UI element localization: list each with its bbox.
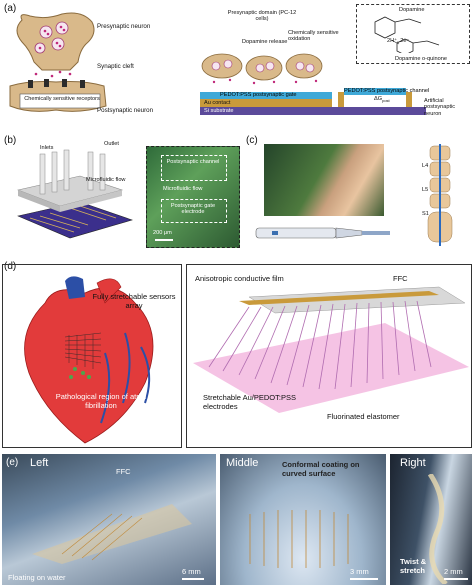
postsynaptic-gate-label: Postsynaptic gate electrode — [170, 203, 216, 216]
scale-left-label: 6 mm — [182, 567, 201, 576]
si-substrate-label: Si substrate — [204, 108, 234, 114]
photo-left: (e) Left FFC Floating on water 6 mm — [2, 454, 216, 585]
fully-stretchable-label: Fully stretchable sensors array — [92, 292, 176, 310]
panel-a: (a) Presynaptic neuron Synaptic cleft Ch… — [0, 0, 474, 132]
twisted-strip — [427, 474, 448, 584]
floating-label: Floating on water — [8, 573, 66, 582]
gate-label: PEDOT:PSS postsynaptic gate — [220, 92, 297, 98]
panel-d: (d) Fully stretchable sensors array Path… — [0, 260, 474, 450]
delta-g-label: ΔGpost — [374, 96, 390, 104]
sensor-array-illustration — [193, 286, 469, 413]
scale-bar-right — [444, 578, 468, 580]
twist-label: Twist & stretch — [400, 557, 427, 575]
outlet-label: Outlet — [104, 141, 119, 147]
spine-label-1: L5 — [422, 187, 429, 193]
scale-bar-left — [182, 578, 204, 580]
heart-box: Fully stretchable sensors array Patholog… — [2, 264, 182, 448]
spine-illustration — [427, 144, 453, 246]
left-title: Left — [30, 457, 49, 469]
ffc-label-d: FFC — [393, 274, 408, 283]
chem-receptors-label: Chemically sensitive receptors — [24, 96, 100, 102]
panel-d-label: (d) — [4, 261, 17, 272]
inlets-label: Inlets — [40, 145, 54, 151]
artificial-neuron-label: Artificial postsynaptic neuron — [424, 98, 456, 117]
postsynaptic-neuron-label: Postsynaptic neuron — [97, 107, 154, 114]
right-title: Right — [400, 457, 426, 469]
scale-label: 200 μm — [153, 230, 172, 236]
panel-b: (b) Inlets Outlet Microfluidic flow Post… — [0, 134, 240, 252]
scale-bar — [155, 239, 173, 241]
ffc-label-e: FFC — [116, 467, 131, 476]
electrode-strips-middle — [249, 510, 349, 568]
dopamine-label: Dopamine — [399, 7, 425, 13]
dopamine-reaction-box: Dopamine 2H⁺, 2e⁻ Dopamine o-quinone — [356, 4, 470, 64]
scale-middle-label: 3 mm — [350, 567, 369, 576]
photo-right: Right Twist & stretch 2 mm — [390, 454, 472, 585]
sensor-array-box: Anisotropic conductive film FFC Stretcha… — [186, 264, 472, 448]
synaptic-cleft-label: Synaptic cleft — [97, 63, 134, 70]
dopamine-quinone-label: Dopamine o-quinone — [395, 56, 447, 62]
scale-bar-middle — [350, 578, 378, 580]
postsynaptic-channel-label: Postsynaptic channel — [166, 159, 220, 165]
artificial-synapse-illustration — [200, 53, 426, 115]
spine-label-0: L4 — [422, 163, 429, 169]
neuron-illustration — [9, 12, 107, 112]
panel-a-label: (a) — [4, 3, 17, 14]
microfluidic-flow-label: Microfluidic flow — [86, 177, 126, 183]
electrons-label: 2H⁺, 2e⁻ — [387, 38, 410, 44]
au-contact-label: Au contact — [204, 100, 231, 106]
presynaptic-neuron-label: Presynaptic neuron — [97, 23, 151, 30]
hand-photo — [264, 144, 384, 216]
microfluidic-flow-2-label: Microfluidic flow — [163, 186, 203, 192]
micrograph-photo: Postsynaptic channel Microfluidic flow P… — [146, 146, 240, 248]
middle-title: Middle — [226, 457, 259, 469]
stretchable-label: Stretchable Au/PEDOT:PSS electrodes — [203, 393, 296, 411]
chem-oxidation-label: Chemically sensitive oxidation — [288, 30, 339, 43]
panel-e-label: (e) — [6, 457, 19, 468]
channel-label: PEDOT:PSS postsynaptic channel — [344, 88, 430, 94]
pathological-label: Pathological region of atrial fibrillati… — [55, 392, 147, 410]
microfluidic-device — [16, 149, 133, 239]
panel-b-label: (b) — [4, 135, 17, 146]
fluorinated-label: Fluorinated elastomer — [327, 412, 400, 421]
scale-right-label: 2 mm — [444, 567, 463, 576]
photo-middle: Middle Conformal coating on curved surfa… — [220, 454, 386, 585]
panel-c-label: (c) — [246, 135, 258, 146]
electrode-strips-left — [32, 504, 192, 564]
panel-c: (c) L4 L5 S1 — [244, 134, 472, 252]
catheter-illustration — [255, 227, 390, 239]
anisotropic-label: Anisotropic conductive film — [195, 274, 284, 283]
heart-illustration — [24, 276, 154, 444]
presynaptic-domain-label: Presynaptic domain (PC-12 cells) — [227, 10, 297, 23]
panel-e: (e) Left FFC Floating on water 6 mm Midd… — [0, 454, 474, 587]
spine-label-2: S1 — [422, 211, 429, 217]
conformal-label: Conformal coating on curved surface — [282, 460, 360, 478]
dopamine-release-label: Dopamine release — [242, 39, 288, 45]
dopamine-structure — [374, 16, 440, 53]
